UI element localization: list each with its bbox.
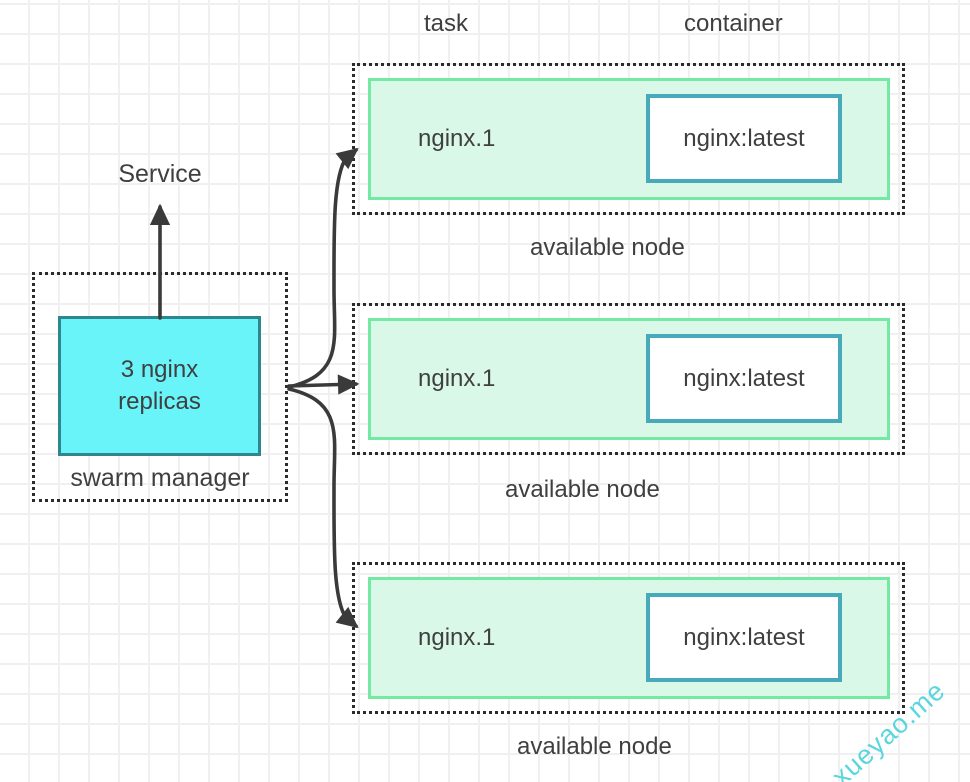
task-column-label: task bbox=[424, 10, 469, 37]
task-name-3: nginx.1 bbox=[418, 624, 496, 651]
edge-arrow-middle bbox=[287, 374, 360, 395]
replicas-label: 3 nginx replicas bbox=[118, 355, 201, 415]
container-image-2: nginx:latest bbox=[683, 364, 805, 392]
edge-arrow-top bbox=[287, 147, 359, 389]
edge-arrow-bottom bbox=[287, 387, 359, 629]
container-box-3: nginx:latest bbox=[646, 593, 842, 682]
available-node-3: nginx.1 nginx:latest bbox=[352, 562, 905, 714]
replicas-box: 3 nginx replicas bbox=[58, 316, 261, 456]
task-box-2: nginx.1 nginx:latest bbox=[368, 318, 890, 440]
node-caption-1: available node bbox=[530, 234, 685, 261]
node-caption-3: available node bbox=[517, 733, 672, 760]
available-node-1: nginx.1 nginx:latest bbox=[352, 63, 905, 215]
container-box-1: nginx:latest bbox=[646, 94, 842, 183]
task-name-2: nginx.1 bbox=[418, 365, 496, 392]
task-box-1: nginx.1 nginx:latest bbox=[368, 78, 890, 200]
task-name-1: nginx.1 bbox=[418, 125, 496, 152]
node-caption-2: available node bbox=[505, 476, 660, 503]
container-column-label: container bbox=[684, 10, 783, 37]
container-image-1: nginx:latest bbox=[683, 124, 805, 152]
available-node-2: nginx.1 nginx:latest bbox=[352, 303, 905, 455]
container-image-3: nginx:latest bbox=[683, 623, 805, 651]
service-label: Service bbox=[118, 160, 202, 188]
swarm-manager-caption: swarm manager bbox=[70, 464, 250, 492]
container-box-2: nginx:latest bbox=[646, 334, 842, 423]
task-box-3: nginx.1 nginx:latest bbox=[368, 577, 890, 699]
